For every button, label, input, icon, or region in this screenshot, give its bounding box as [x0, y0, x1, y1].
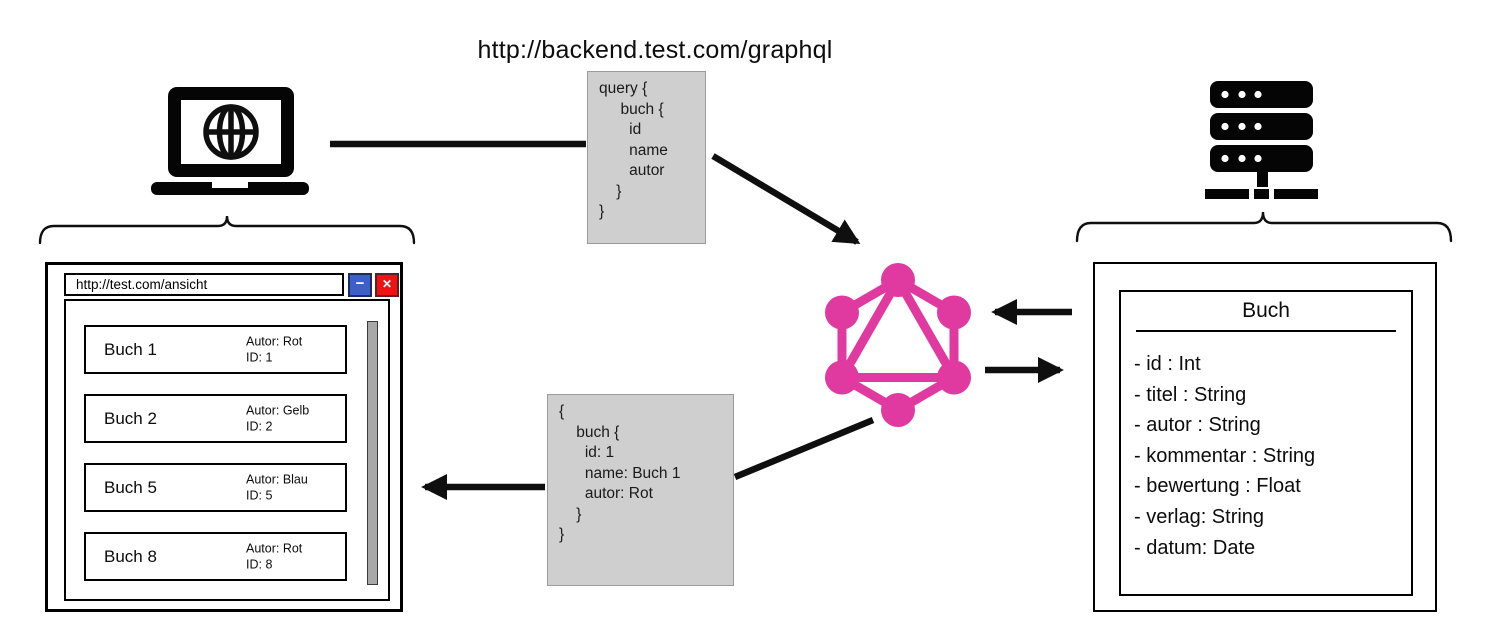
endpoint-url-title: http://backend.test.com/graphql	[477, 36, 833, 64]
entity-attribute: - verlag: String	[1134, 505, 1265, 528]
buch-entity-box: Buch - id : Int - titel : String - autor…	[1119, 290, 1413, 596]
query-line: id	[599, 121, 642, 138]
scrollbar[interactable]	[367, 321, 378, 585]
response-line: autor: Rot	[559, 485, 653, 502]
query-line: autor	[599, 162, 665, 179]
browser-url-bar[interactable]: http://test.com/ansicht	[64, 273, 344, 296]
response-line: buch {	[559, 423, 620, 441]
book-title: Buch 2	[104, 408, 157, 428]
book-autor: Autor: Rot	[246, 334, 303, 348]
query-line: name	[599, 141, 668, 159]
response-line: name: Buch 1	[559, 464, 681, 482]
entity-attribute: - bewertung : Float	[1134, 475, 1301, 498]
book-title: Buch 1	[104, 339, 157, 359]
server-stack-icon	[1205, 81, 1318, 199]
graphql-response-box: { buch { id: 1 name: Buch 1 autor: Rot }…	[547, 394, 734, 586]
query-line: query {	[599, 80, 648, 97]
book-id: ID: 1	[246, 350, 273, 365]
entity-title-separator	[1136, 330, 1396, 332]
server-schema-panel: Buch - id : Int - titel : String - autor…	[1093, 262, 1437, 612]
book-title: Buch 8	[104, 546, 157, 566]
book-title: Buch 5	[104, 477, 157, 497]
response-line: id: 1	[559, 444, 615, 461]
graphql-logo-icon	[825, 263, 971, 427]
response-line: }	[559, 526, 565, 543]
book-autor: Autor: Rot	[246, 541, 303, 555]
entity-title: Buch	[1242, 299, 1290, 322]
query-line: }	[599, 203, 605, 220]
book-detail: Autor: Blau ID: 5	[246, 471, 308, 504]
book-detail: Autor: Rot ID: 1	[246, 333, 302, 366]
book-list-item[interactable]: Buch 2 Autor: Gelb ID: 2	[84, 394, 347, 443]
book-list-item[interactable]: Buch 1 Autor: Rot ID: 1	[84, 325, 347, 374]
book-list-item[interactable]: Buch 5 Autor: Blau ID: 5	[84, 463, 347, 512]
minimize-icon: −	[355, 275, 365, 292]
browser-window: http://test.com/ansicht − ✕ Buch 1 Autor…	[45, 262, 403, 612]
query-line: }	[599, 182, 622, 200]
entity-attribute: - id : Int	[1134, 353, 1201, 375]
response-line: {	[559, 403, 565, 420]
book-id: ID: 2	[246, 419, 273, 434]
book-list-item[interactable]: Buch 8 Autor: Rot ID: 8	[84, 532, 347, 581]
line-graphql-to-response	[733, 416, 875, 481]
book-autor: Autor: Gelb	[246, 403, 310, 417]
book-list-panel: Buch 1 Autor: Rot ID: 1 Buch 2 Autor: Ge…	[64, 299, 390, 601]
entity-attribute: - titel : String	[1134, 383, 1247, 406]
book-detail: Autor: Gelb ID: 2	[246, 402, 309, 435]
query-line: buch {	[599, 100, 664, 118]
laptop-with-globe-icon	[151, 87, 309, 195]
laptop-brace	[38, 215, 416, 245]
book-detail: Autor: Rot ID: 8	[246, 540, 302, 573]
minimize-button[interactable]: −	[348, 273, 372, 297]
graphql-query-box: query { buch { id name autor } }	[587, 71, 706, 244]
book-id: ID: 8	[246, 557, 273, 572]
response-line: }	[559, 505, 582, 523]
entity-attribute-list: - id : Int - titel : String - autor : St…	[1121, 332, 1411, 563]
book-autor: Autor: Blau	[246, 472, 308, 486]
book-id: ID: 5	[246, 488, 273, 503]
close-icon: ✕	[381, 277, 393, 291]
entity-attribute: - autor : String	[1134, 414, 1261, 437]
close-button[interactable]: ✕	[375, 273, 399, 297]
server-brace	[1075, 211, 1453, 243]
arrow-query-to-graphql	[711, 153, 861, 245]
entity-attribute: - datum: Date	[1134, 536, 1256, 559]
entity-attribute: - kommentar : String	[1134, 444, 1316, 467]
